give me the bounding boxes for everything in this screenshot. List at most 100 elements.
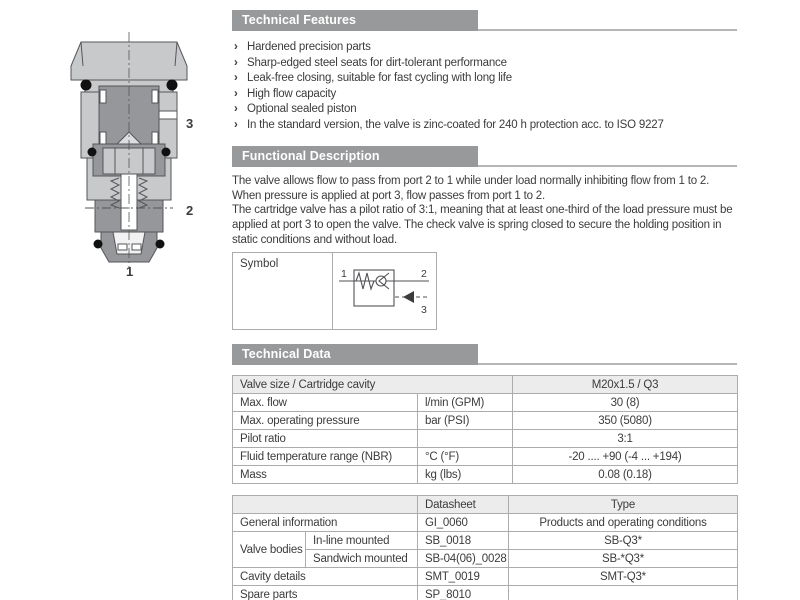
feature-text: Leak-free closing, suitable for fast cyc… <box>247 72 512 84</box>
feature-text: Sharp-edged steel seats for dirt-toleran… <box>247 56 507 69</box>
bullet-icon: › <box>234 41 238 53</box>
param-unit <box>416 429 514 448</box>
list-item: › High flow capacity <box>234 87 737 103</box>
table-row: Mass kg (lbs) 0.08 (0.18) <box>232 465 739 484</box>
param-value: 350 (5080) <box>512 411 739 430</box>
technical-data-table: Valve size / Cartridge cavity M20x1.5 / … <box>231 375 739 484</box>
symbol-port-1: 1 <box>341 268 347 280</box>
table-row: Spare parts SP_8010 <box>232 585 738 600</box>
symbol-label: Symbol <box>233 253 333 329</box>
bullet-icon: › <box>234 72 238 84</box>
port-3-channel <box>158 110 178 120</box>
paragraph: The cartridge valve has a pilot ratio of… <box>232 204 733 246</box>
section-functional-description-header: Functional Description <box>232 146 737 167</box>
section-rule <box>232 165 737 167</box>
type-value <box>508 585 738 600</box>
param-unit: °C (°F) <box>416 447 514 466</box>
row-label: Spare parts <box>232 585 418 600</box>
symbol-pilot-arrow-icon <box>403 291 414 303</box>
section-title: Functional Description <box>232 146 478 167</box>
datasheet-value: SMT_0019 <box>417 567 509 586</box>
table-row: Pilot ratio 3:1 <box>232 429 739 448</box>
port-2-label: 2 <box>186 203 193 218</box>
bullet-icon: › <box>234 103 238 115</box>
table-row: Fluid temperature range (NBR) °C (°F) -2… <box>232 447 739 466</box>
header-value-cell: M20x1.5 / Q3 <box>512 375 739 394</box>
list-item: › In the standard version, the valve is z… <box>234 118 737 134</box>
o-rings <box>80 79 178 249</box>
empty-header-cell <box>232 495 418 514</box>
technical-features-list: › Hardened precision parts › Sharp-edged s… <box>234 40 737 133</box>
table-row: Max. operating pressure bar (PSI) 350 (5… <box>232 411 739 430</box>
datasheet-value: SB_0018 <box>417 531 509 550</box>
bullet-icon: › <box>234 87 238 100</box>
type-column-header: Type <box>508 495 738 514</box>
table-row: Max. flow l/min (GPM) 30 (8) <box>232 393 739 412</box>
datasheet-value: GI_0060 <box>417 513 509 532</box>
type-value: Products and operating conditions <box>508 513 738 532</box>
symbol-port-2: 2 <box>421 268 427 280</box>
param-label: Max. flow <box>232 393 418 412</box>
port-3-label: 3 <box>186 116 193 131</box>
row-label: General information <box>232 513 418 532</box>
type-value: SB-*Q3* <box>508 549 738 568</box>
list-item: › Optional sealed piston <box>234 102 737 118</box>
table-row: Cavity details SMT_0019 SMT-Q3* <box>232 567 738 586</box>
feature-text: High flow capacity <box>247 87 337 100</box>
port-1-label: 1 <box>126 264 133 277</box>
list-item: › Leak-free closing, suitable for fast cy… <box>234 71 737 87</box>
spring-right <box>137 177 149 209</box>
type-value: SMT-Q3* <box>508 567 738 586</box>
row-label: Cavity details <box>232 567 418 586</box>
param-value: 0.08 (0.18) <box>512 465 739 484</box>
param-label: Pilot ratio <box>232 429 418 448</box>
param-unit: l/min (GPM) <box>416 393 514 412</box>
datasheet-value: SP_8010 <box>417 585 509 600</box>
row-label: Valve bodies <box>232 531 306 568</box>
table-row: General information GI_0060 Products and… <box>232 513 738 532</box>
table-row: Valve bodies In-line mounted SB_0018 SB-… <box>232 531 738 568</box>
section-title: Technical Data <box>232 344 478 365</box>
paragraph: The valve allows flow to pass from port … <box>232 175 710 202</box>
functional-description-text: The valve allows flow to pass from port … <box>232 174 737 248</box>
param-value: 30 (8) <box>512 393 739 412</box>
row-sublabel: Sandwich mounted <box>305 549 418 568</box>
feature-text: In the standard version, the valve is zi… <box>247 118 664 131</box>
param-value: 3:1 <box>512 429 739 448</box>
section-rule <box>232 29 737 31</box>
param-unit: kg (lbs) <box>416 465 514 484</box>
type-value: SB-Q3* <box>508 531 738 550</box>
symbol-valve-box <box>353 269 395 307</box>
param-label: Fluid temperature range (NBR) <box>232 447 418 466</box>
valve-symbol-svg: 1 2 3 <box>339 268 429 316</box>
header-label-cell: Valve size / Cartridge cavity <box>231 375 514 394</box>
bullet-icon: › <box>234 118 238 131</box>
param-label: Mass <box>232 465 418 484</box>
row-sublabel: In-line mounted <box>305 531 418 550</box>
content-column: Technical Features › Hardened precision p… <box>231 0 739 600</box>
feature-text: Optional sealed piston <box>247 103 357 115</box>
valve-drawing-svg: 3 2 1 <box>70 32 193 279</box>
datasheet-column-header: Datasheet <box>417 495 509 514</box>
symbol-check-ball <box>375 275 387 287</box>
valve-symbol-schematic: 1 2 3 <box>333 253 436 329</box>
param-label: Max. operating pressure <box>232 411 418 430</box>
table-row: Sandwich mounted SB-04(06)_0028 SB-*Q3* <box>233 549 738 568</box>
valve-cross-section-drawing: 3 2 1 <box>55 32 205 279</box>
datasheet-value: SB-04(06)_0028 <box>417 549 509 568</box>
feature-text: Hardened precision parts <box>247 41 371 53</box>
symbol-port-3: 3 <box>421 304 427 316</box>
section-technical-features-header: Technical Features <box>232 10 737 31</box>
symbol-seat <box>378 272 390 290</box>
list-item: › Sharp-edged steel seats for dirt-tolera… <box>234 56 737 72</box>
table-header-row: Datasheet Type <box>232 495 738 514</box>
bullet-icon: › <box>234 56 238 69</box>
section-rule <box>232 363 737 365</box>
symbol-box: Symbol 1 2 3 <box>232 252 437 330</box>
section-title: Technical Features <box>232 10 478 31</box>
list-item: › Hardened precision parts <box>234 40 737 56</box>
references-table: Datasheet Type General information GI_00… <box>232 495 738 600</box>
table-header-row: Valve size / Cartridge cavity M20x1.5 / … <box>231 375 739 394</box>
section-technical-data-header: Technical Data <box>232 344 737 365</box>
